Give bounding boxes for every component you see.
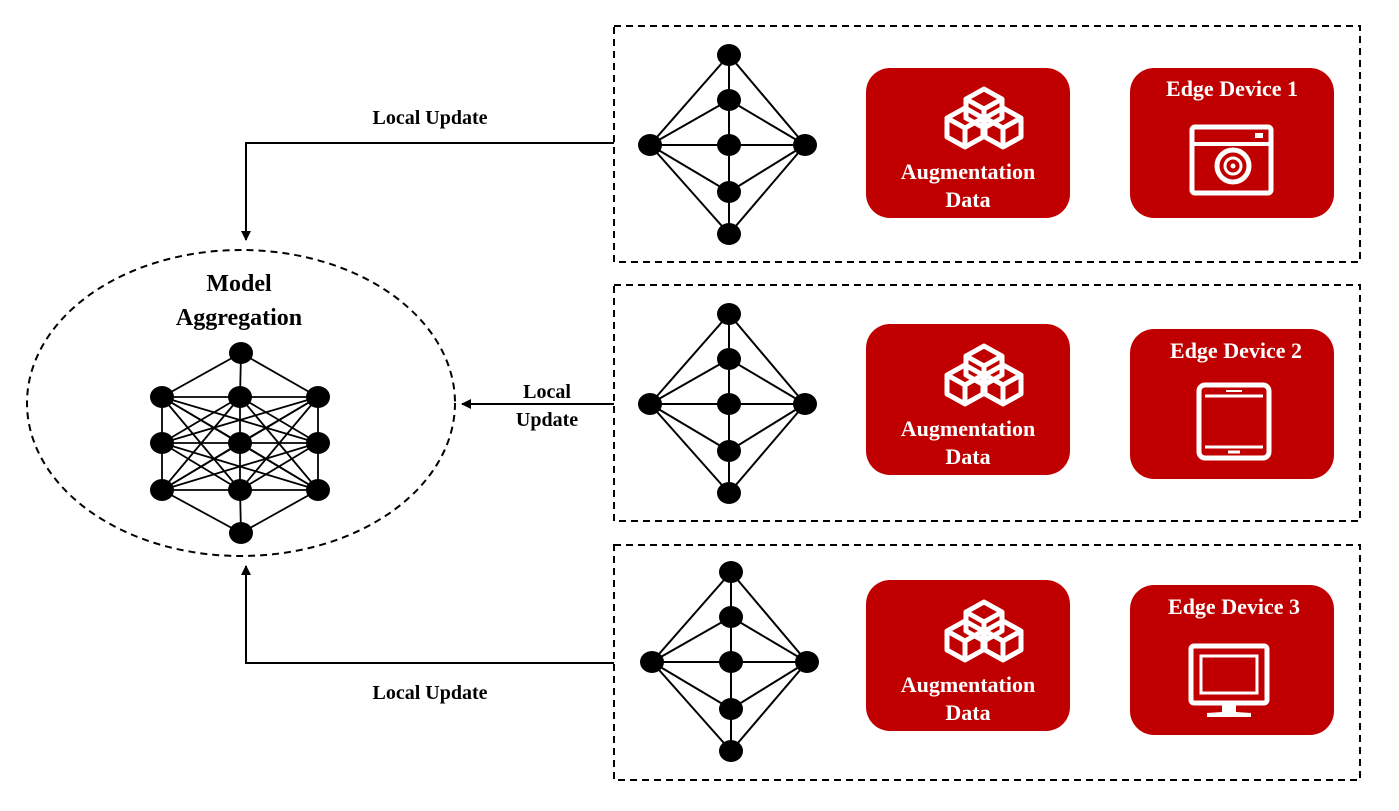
local-model-network-icon [637, 43, 818, 246]
model-aggregation-node: Model Aggregation [26, 249, 456, 557]
update-label-top: Local Update [373, 107, 488, 129]
edge-device-title: Edge Device 3 [1168, 594, 1300, 619]
edge-device-box: Edge Device 1 [1130, 68, 1334, 218]
update-label-middle-line2: Update [516, 409, 578, 431]
augmentation-label-line2: Data [945, 700, 990, 725]
tablet-icon [1196, 382, 1272, 461]
augmentation-label-line2: Data [945, 444, 990, 469]
panel-border [613, 284, 1361, 522]
camera-icon [1189, 124, 1274, 196]
aggregation-title-line1: Model [206, 271, 272, 297]
augmentation-label-line2: Data [945, 187, 990, 212]
augmentation-label-line1: Augmentation [901, 159, 1035, 184]
update-arrow-middle: Local Update [461, 381, 614, 431]
augmentation-data-box: Augmentation Data [866, 68, 1070, 218]
local-model-network-icon [639, 560, 820, 763]
aggregation-title-line2: Aggregation [176, 305, 302, 331]
edge-device-box: Edge Device 2 [1130, 329, 1334, 479]
edge-device-panel-2: Augmentation Data Edge Device 2 [613, 284, 1361, 522]
augmentation-data-box: Augmentation Data [866, 324, 1070, 475]
edge-device-title: Edge Device 1 [1166, 76, 1298, 101]
panel-border [613, 544, 1361, 781]
fully-connected-network-icon [150, 342, 330, 544]
monitor-icon [1188, 643, 1270, 717]
update-arrow-top: Local Update [241, 107, 614, 241]
augmentation-label-line1: Augmentation [901, 672, 1035, 697]
panel-border [613, 25, 1361, 263]
edge-device-box: Edge Device 3 [1130, 585, 1334, 735]
augmentation-data-box: Augmentation Data [866, 580, 1070, 731]
augmentation-label-line1: Augmentation [901, 416, 1035, 441]
update-label-bottom: Local Update [373, 682, 488, 704]
edge-device-panel-3: Augmentation Data Edge Device 3 [613, 544, 1361, 781]
edge-device-panel-1: Augmentation Data Edge Device 1 [613, 25, 1361, 263]
update-arrow-bottom: Local Update [241, 565, 614, 704]
edge-device-title: Edge Device 2 [1170, 338, 1302, 363]
update-label-middle-line1: Local [523, 381, 571, 403]
aggregation-boundary [26, 249, 456, 557]
local-model-network-icon [637, 302, 818, 505]
